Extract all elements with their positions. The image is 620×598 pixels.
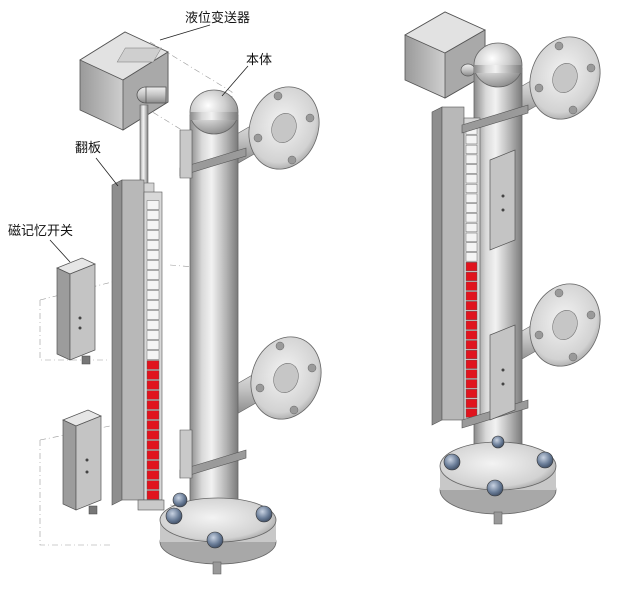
flap-red <box>465 350 478 360</box>
flap-red <box>465 310 478 320</box>
flap-red <box>146 360 160 370</box>
flap-red <box>465 369 478 379</box>
flap-indicator-panel-assembled <box>431 104 529 429</box>
bolt <box>255 505 273 523</box>
bolt <box>486 479 504 497</box>
flap-red <box>146 470 160 480</box>
flap-red <box>146 460 160 470</box>
flap-white <box>465 144 478 154</box>
main-body-pipe <box>179 89 247 526</box>
flap-red <box>465 320 478 330</box>
bolt <box>165 507 183 525</box>
flap-white <box>465 242 478 252</box>
flap-white <box>146 210 160 220</box>
flap-red <box>146 440 160 450</box>
flap-red <box>465 281 478 291</box>
flap-red <box>465 262 478 272</box>
flap-white <box>465 223 478 233</box>
label-magnetic-switch: 磁记忆开关 <box>8 223 73 239</box>
upper-process-flange-assembled <box>514 36 601 120</box>
flap-white <box>146 310 160 320</box>
level-transmitter <box>79 31 169 198</box>
flap-white <box>146 200 160 210</box>
flap-red <box>465 301 478 311</box>
flap-white <box>146 340 160 350</box>
flap-white <box>465 232 478 242</box>
label-transmitter: 液位变送器 <box>185 10 250 26</box>
flap-white <box>146 300 160 310</box>
flap-column-right <box>465 125 478 418</box>
lower-process-flange-assembled <box>514 283 601 367</box>
exploded-gauge-assembly: 液位变送器 本体 翻板 磁记忆开关 <box>8 10 322 575</box>
bolt <box>536 451 554 469</box>
flap-red <box>465 271 478 281</box>
magnetic-switch-lower <box>62 409 102 515</box>
bottom-flange-assembled <box>439 435 557 525</box>
flap-red <box>146 390 160 400</box>
magnetic-switch-upper-assembled <box>489 149 516 251</box>
flap-red <box>465 389 478 399</box>
flap-white <box>465 213 478 223</box>
flap-white <box>465 183 478 193</box>
flap-red <box>146 490 160 500</box>
flap-white <box>146 260 160 270</box>
flap-white <box>146 230 160 240</box>
flap-indicator-panel <box>111 179 165 511</box>
flap-white <box>465 203 478 213</box>
label-flap-panel: 翻板 <box>75 141 101 156</box>
lower-process-flange <box>234 336 322 420</box>
flap-red <box>146 410 160 420</box>
bolt <box>443 453 461 471</box>
flap-white <box>146 250 160 260</box>
label-body: 本体 <box>246 53 272 68</box>
flap-red <box>146 430 160 440</box>
flap-white <box>465 174 478 184</box>
flap-red <box>465 379 478 389</box>
flap-red <box>465 398 478 408</box>
flap-red <box>146 450 160 460</box>
flap-white <box>465 252 478 262</box>
flap-red <box>146 420 160 430</box>
flap-white <box>146 320 160 330</box>
flap-red <box>465 330 478 340</box>
assembled-gauge <box>404 11 601 525</box>
flap-white <box>146 240 160 250</box>
magnetic-switch-lower-assembled <box>489 324 516 421</box>
flap-white <box>146 290 160 300</box>
bolt <box>172 492 188 508</box>
flap-column-left <box>146 200 160 500</box>
magnetic-switch-upper <box>56 257 96 365</box>
bottom-flange <box>159 492 277 575</box>
level-transmitter-assembled <box>404 11 486 99</box>
flap-red <box>465 340 478 350</box>
bolt <box>206 531 224 549</box>
flap-white <box>465 164 478 174</box>
upper-process-flange <box>234 86 320 170</box>
flap-red <box>146 400 160 410</box>
callout-labels: 液位变送器 本体 翻板 磁记忆开关 <box>8 10 272 263</box>
flap-white <box>146 220 160 230</box>
flap-white <box>146 350 160 360</box>
flap-white <box>465 193 478 203</box>
flap-red <box>465 291 478 301</box>
flap-red <box>146 480 160 490</box>
flap-white <box>465 135 478 145</box>
flap-red <box>146 380 160 390</box>
flap-white <box>146 280 160 290</box>
flap-white <box>146 270 160 280</box>
flap-red <box>146 370 160 380</box>
flap-white <box>465 154 478 164</box>
flap-white <box>146 330 160 340</box>
bolt <box>491 435 505 449</box>
flap-red <box>465 359 478 369</box>
